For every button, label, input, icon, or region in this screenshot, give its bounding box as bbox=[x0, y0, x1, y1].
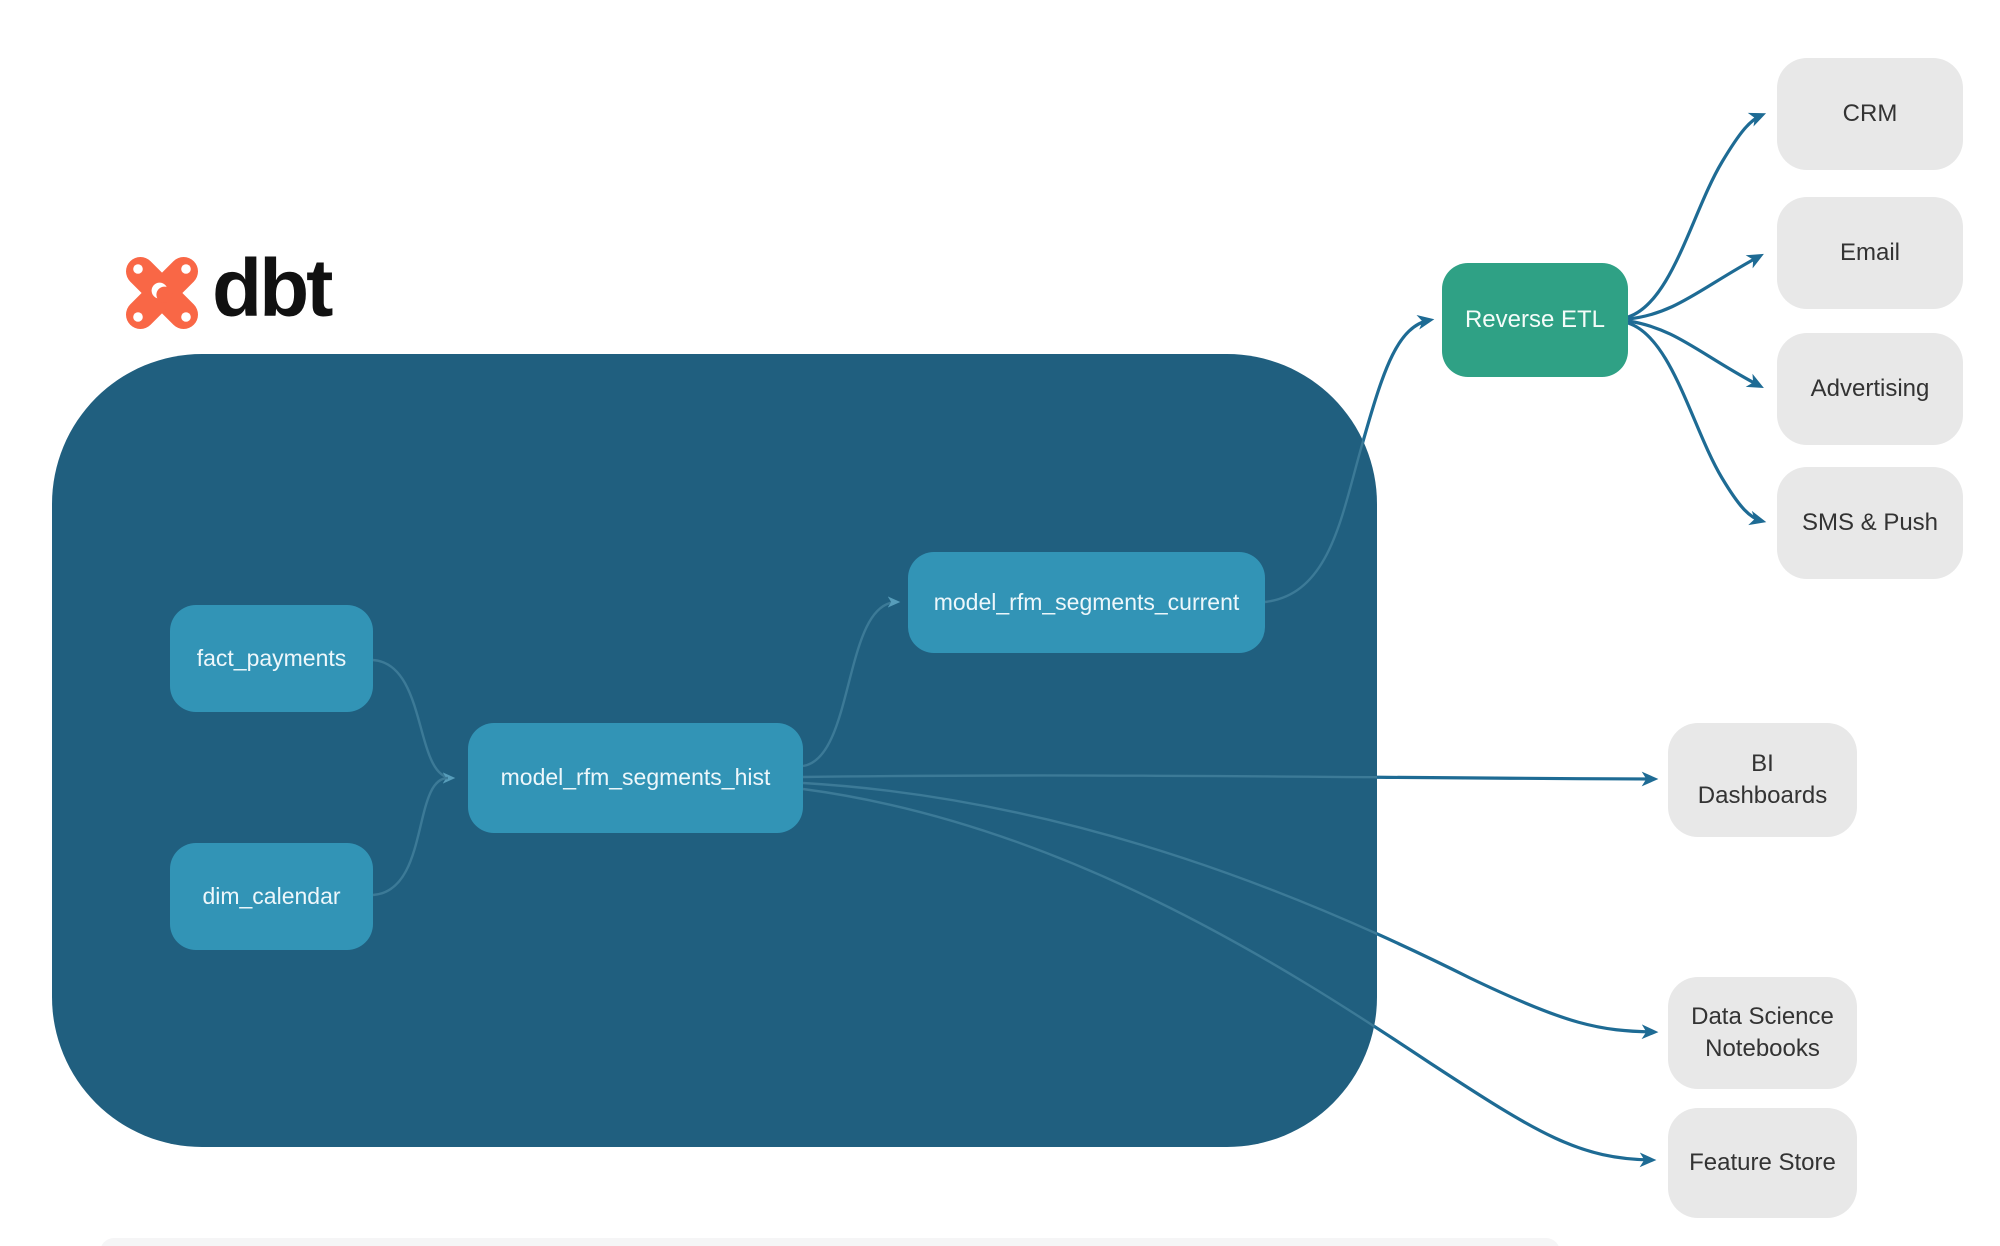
node-crm: CRM bbox=[1777, 58, 1963, 170]
node-bi-dashboards: BI Dashboards bbox=[1668, 723, 1857, 837]
node-reverse-etl: Reverse ETL bbox=[1442, 263, 1628, 377]
node-email: Email bbox=[1777, 197, 1963, 309]
bottom-sheet-edge bbox=[100, 1238, 1560, 1246]
node-model-rfm-segments-hist: model_rfm_segments_hist bbox=[468, 723, 803, 833]
node-fact-payments: fact_payments bbox=[170, 605, 373, 712]
node-advertising: Advertising bbox=[1777, 333, 1963, 445]
dbt-logo: dbt bbox=[122, 248, 333, 334]
dbt-wordmark: dbt bbox=[212, 243, 333, 334]
node-dim-calendar: dim_calendar bbox=[170, 843, 373, 950]
node-data-science-notebooks: Data Science Notebooks bbox=[1668, 977, 1857, 1089]
edge-reverse-etl-to-email bbox=[1627, 253, 1764, 321]
dbt-logo-icon bbox=[126, 257, 198, 329]
edge-reverse-etl-to-advertising bbox=[1627, 319, 1764, 389]
node-sms-push: SMS & Push bbox=[1777, 467, 1963, 579]
node-feature-store: Feature Store bbox=[1668, 1108, 1857, 1218]
node-model-rfm-segments-current: model_rfm_segments_current bbox=[908, 552, 1265, 653]
edge-reverse-etl-to-crm bbox=[1627, 112, 1767, 319]
edge-reverse-etl-to-sms-push bbox=[1627, 321, 1767, 526]
